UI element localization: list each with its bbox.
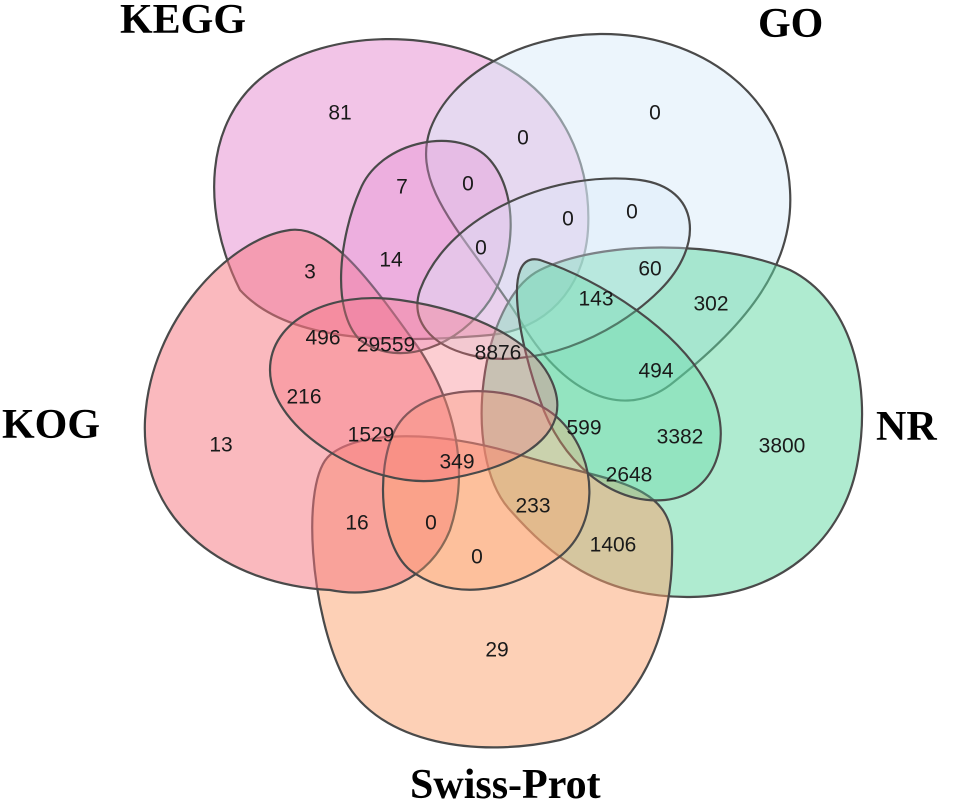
region-count: 29559 [357,334,415,357]
region-count: 13 [209,434,232,457]
region-counts: 81 0 0 7 0 0 0 0 3 14 60 143 302 496 295… [209,102,805,662]
region-count: 0 [517,127,529,150]
region-count: 0 [462,173,474,196]
region-count: 496 [305,327,340,350]
region-count: 1406 [590,534,637,557]
region-count: 143 [578,288,613,311]
region-count: 216 [286,386,321,409]
region-count: 0 [475,237,487,260]
set-shape-kog [143,228,461,594]
inner-petal-kog [268,297,559,483]
region-count: 0 [626,201,638,224]
region-count: 16 [345,512,368,535]
region-count: 494 [638,360,673,383]
inner-petal-kegg [339,139,512,355]
set-label-kegg: KEGG [120,0,246,43]
inner-petal-swissprot [381,390,591,591]
region-count: 81 [328,102,351,125]
set-label-kog: KOG [2,402,100,448]
region-count: 0 [562,208,574,231]
region-count: 3382 [657,426,704,449]
set-label-nr: NR [876,404,937,450]
region-count: 29 [485,639,508,662]
region-count: 60 [638,258,661,281]
region-count: 1529 [348,424,395,447]
region-count: 302 [693,293,728,316]
region-count: 599 [566,417,601,440]
region-count: 0 [649,102,661,125]
inner-petal-nr [515,258,722,502]
set-label-go: GO [758,1,823,47]
inner-petal-go [416,177,692,360]
region-count: 3 [304,261,316,284]
region-count: 7 [396,176,408,199]
region-count: 0 [471,546,483,569]
set-label-swissprot: Swiss-Prot [410,762,601,802]
set-shapes [143,32,864,749]
region-count: 3800 [759,435,806,458]
region-count: 349 [439,451,474,474]
region-count: 0 [425,512,437,535]
region-count: 14 [379,249,403,272]
set-labels: KEGG GO NR Swiss-Prot KOG [2,0,937,802]
region-count: 8876 [475,342,522,365]
region-count: 233 [515,495,550,518]
region-count: 2648 [606,464,653,487]
